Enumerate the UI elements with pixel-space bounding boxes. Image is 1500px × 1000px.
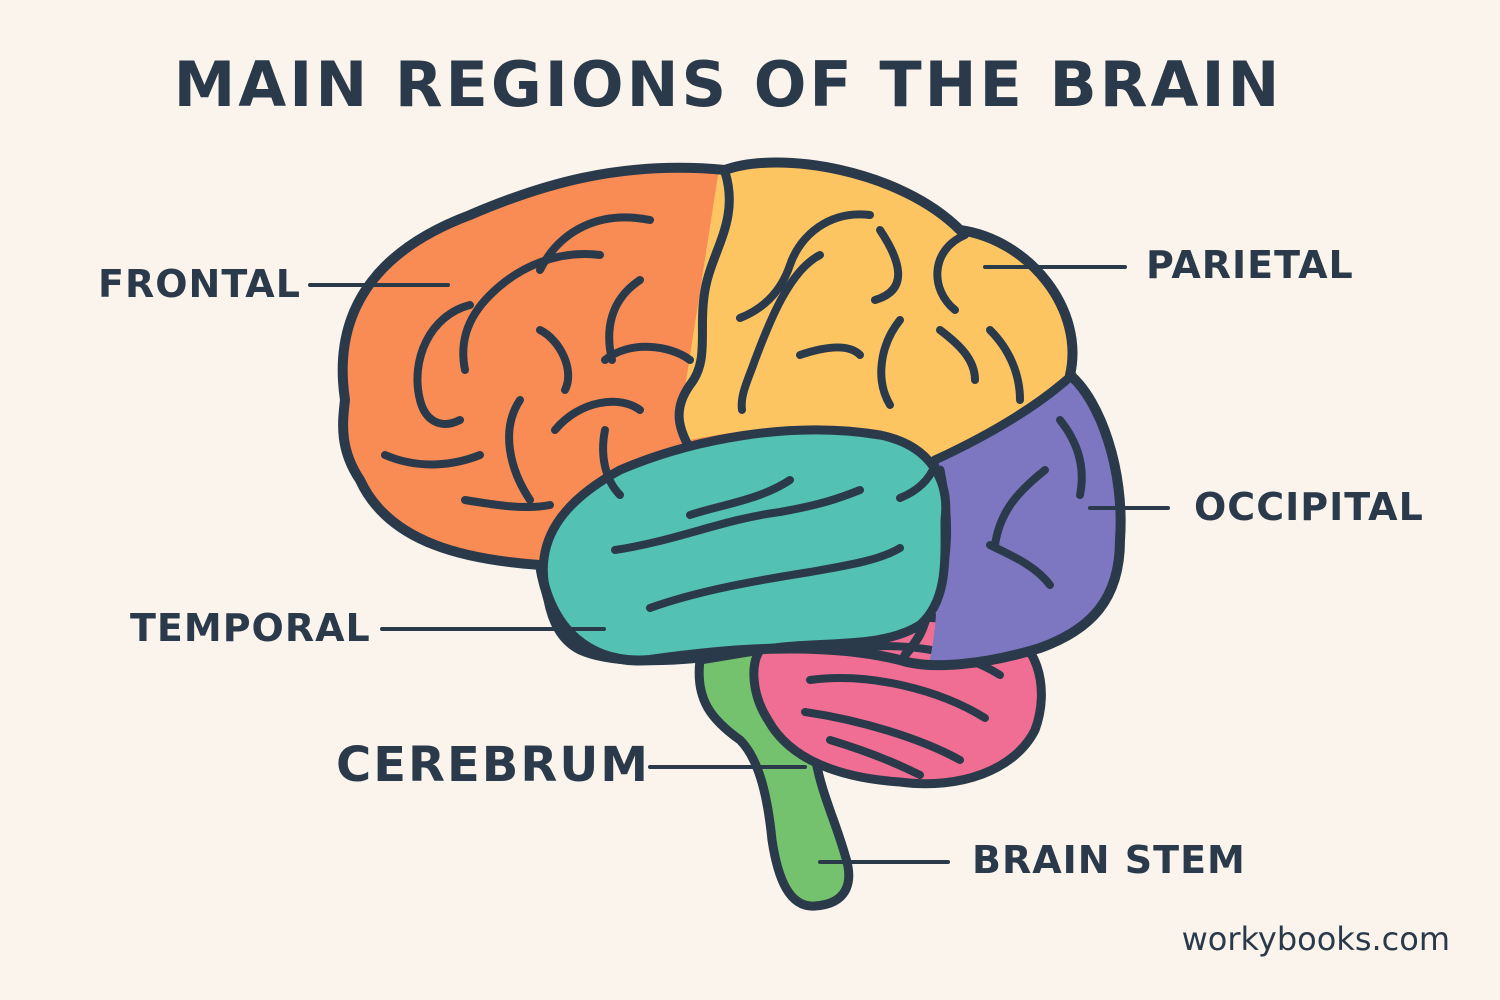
cerebrum-outline [337,157,1126,671]
temporal-folds [611,461,939,612]
brain-stem-label: BRAIN STEM [972,838,1246,882]
occipital-label: OCCIPITAL [1194,485,1424,529]
watermark-text: workybooks.com [1181,920,1450,958]
frontal-label: FRONTAL [98,262,301,306]
frontal-folds [381,213,694,512]
cerebellum-folds [801,642,1004,779]
leader-lines [308,265,1170,864]
diagram-title: MAIN REGIONS OF THE BRAIN [173,48,1283,121]
temporal-label: TEMPORAL [130,606,371,650]
parietal-folds [736,210,1024,414]
parietal-label: PARIETAL [1146,243,1354,287]
occipital-folds [986,416,1086,589]
cerebrum-label: CEREBRUM [336,737,651,793]
